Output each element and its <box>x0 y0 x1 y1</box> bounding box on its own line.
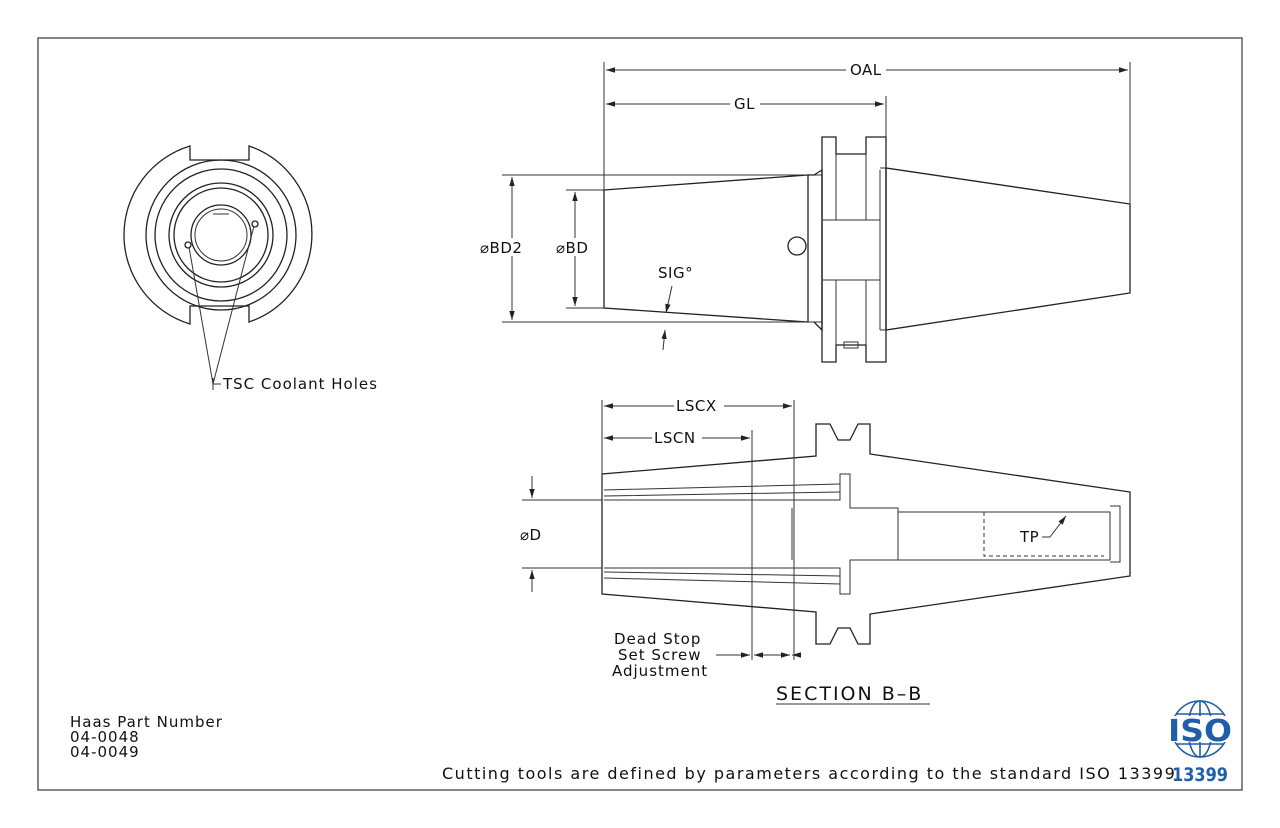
dead-stop-line3: Adjustment <box>612 662 708 680</box>
iso-logo-text: ISO <box>1168 714 1232 749</box>
part-number-2: 04-0049 <box>70 743 140 761</box>
part-number-heading: Haas Part Number <box>70 713 223 731</box>
dim-lscx: LSCX <box>676 397 717 415</box>
dim-bd: ⌀BD <box>556 239 588 257</box>
drawing-border <box>37 37 1243 791</box>
dim-sig: SIG° <box>658 264 693 282</box>
coolant-hole-right <box>251 220 259 228</box>
coolant-hole-left <box>184 241 192 249</box>
dim-bd2: ⌀BD2 <box>480 239 522 257</box>
dim-d: ⌀D <box>520 526 542 544</box>
section-label: SECTION B–B <box>776 683 923 705</box>
dim-gl: GL <box>734 95 755 113</box>
dim-lscn: LSCN <box>654 429 696 447</box>
footer-note: Cutting tools are defined by parameters … <box>442 764 1176 783</box>
section-view: LSCX LSCN ⌀D TP Dead Stop Set Screw Adju… <box>520 396 1131 705</box>
part-number-1: 04-0048 <box>70 728 140 746</box>
dim-tp: TP <box>1019 528 1039 546</box>
part-number-block: Haas Part Number 04-0048 04-0049 <box>70 713 223 761</box>
dead-stop-line2: Set Screw <box>618 646 702 664</box>
iso-logo: ISO 13399 <box>1166 700 1234 786</box>
iso-standard-number: 13399 <box>1172 764 1228 786</box>
coolant-holes-label: TSC Coolant Holes <box>222 375 378 393</box>
dead-stop-line1: Dead Stop <box>614 630 701 648</box>
dim-oal: OAL <box>850 61 882 79</box>
side-view: OAL GL ⌀BD2 ⌀BD SIG° <box>478 60 1131 363</box>
end-view: TSC Coolant Holes <box>123 145 378 393</box>
